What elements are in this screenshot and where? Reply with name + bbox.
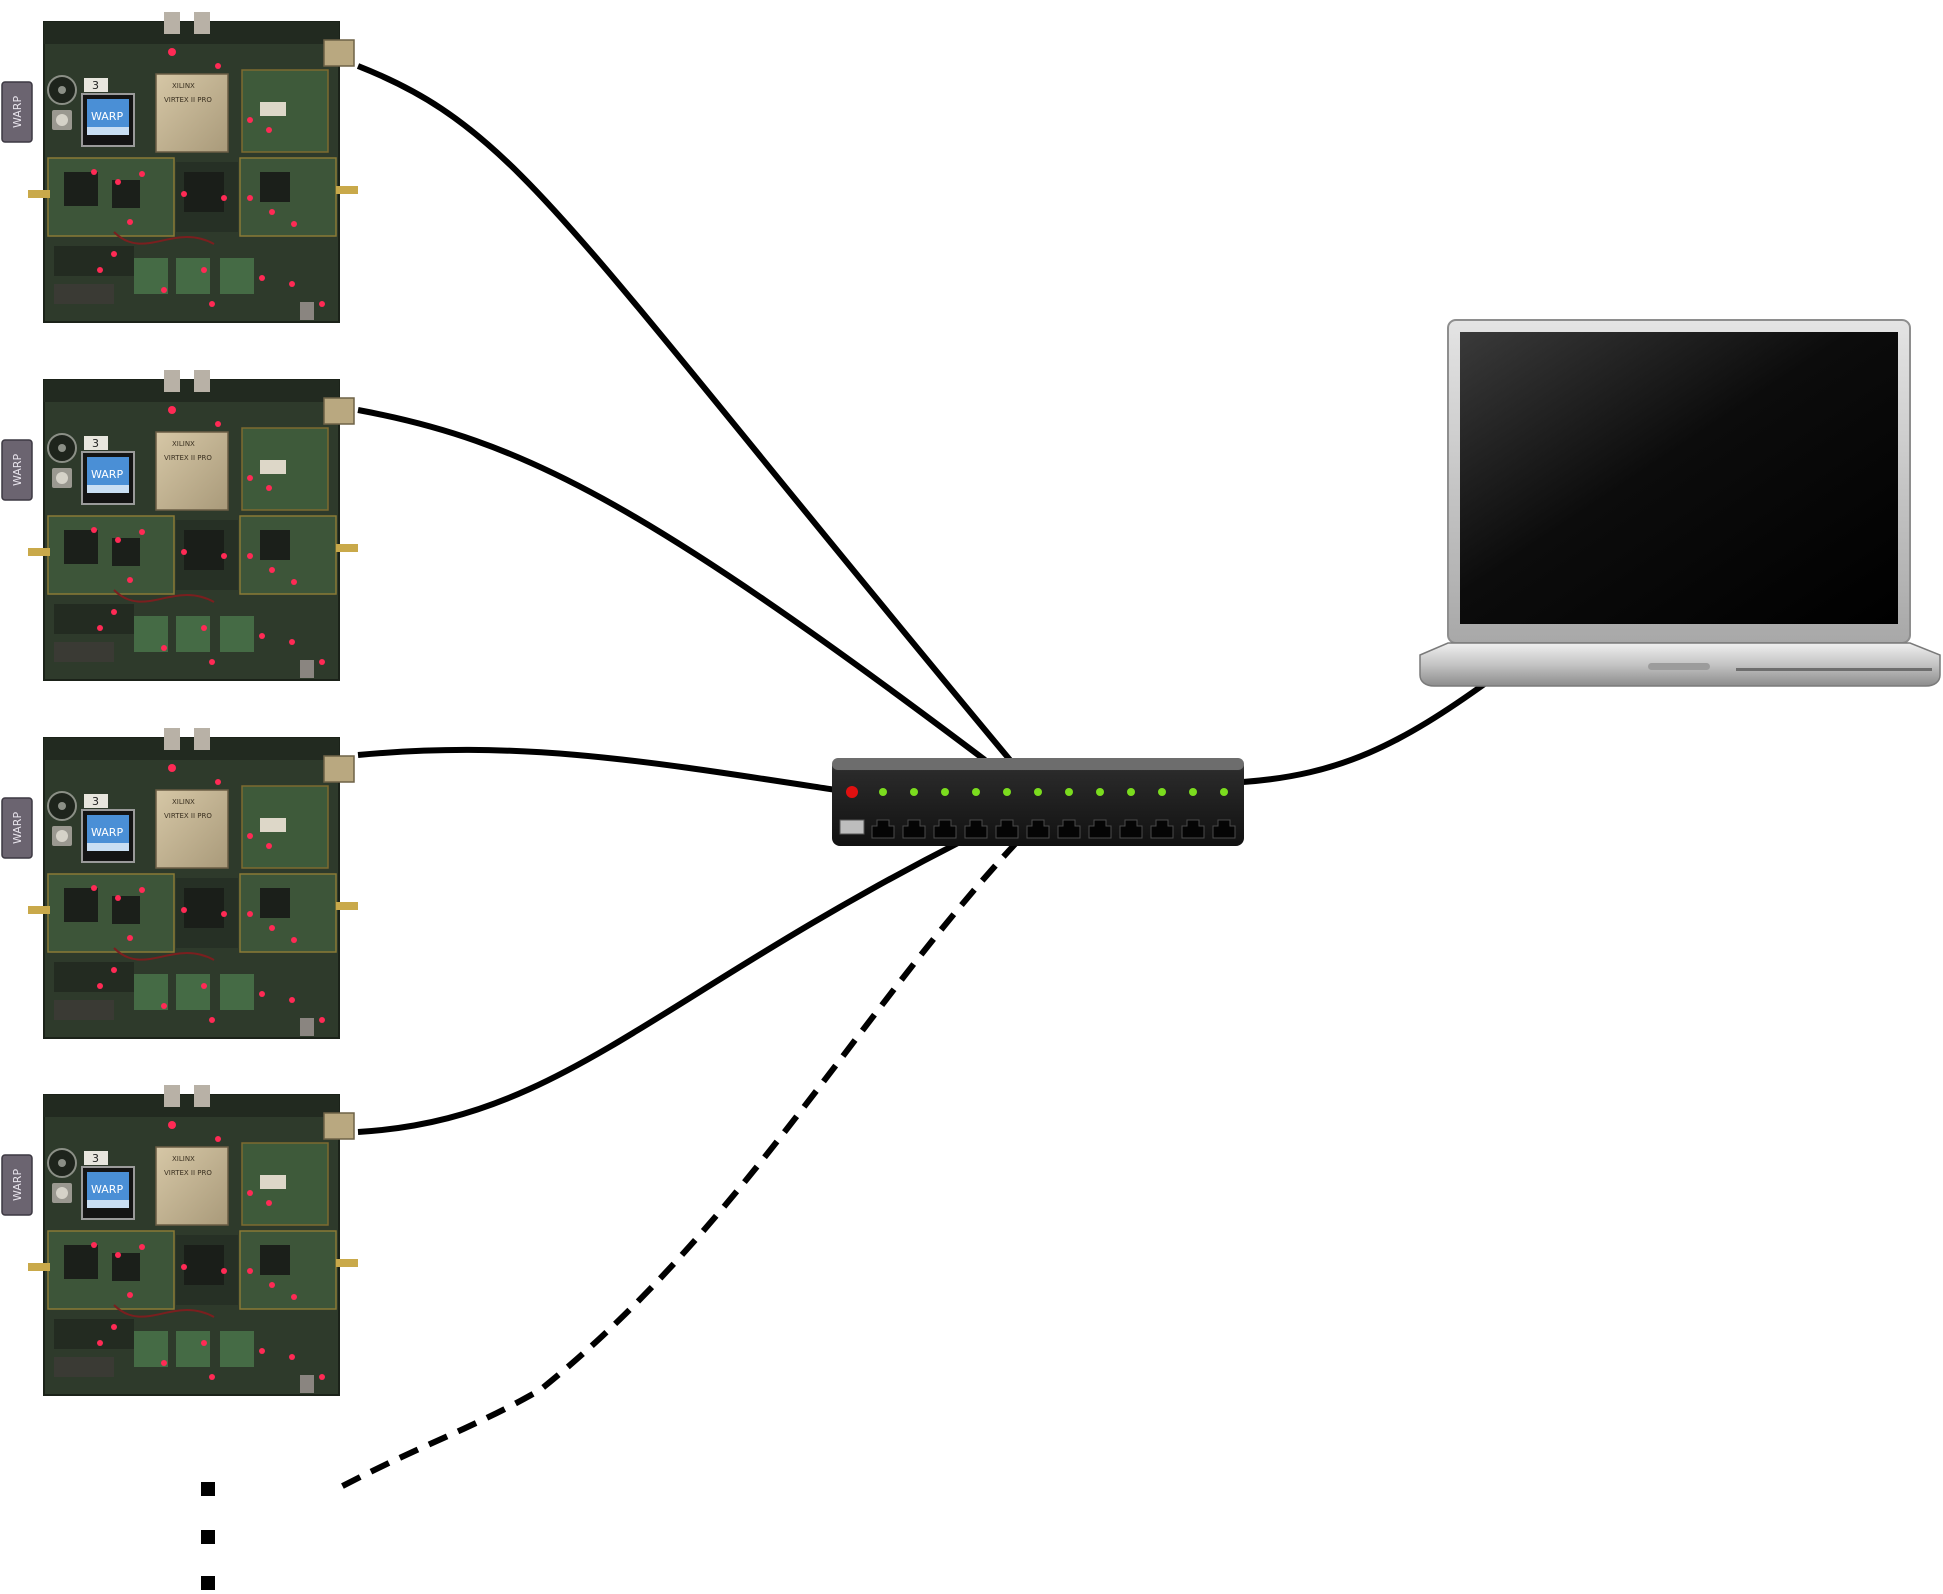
board-side-label: WARP bbox=[11, 812, 24, 844]
switch-status-led bbox=[846, 786, 858, 798]
network-switch bbox=[832, 758, 1244, 846]
switch-port bbox=[1181, 819, 1205, 839]
cable-board-1 bbox=[356, 63, 1013, 762]
switch-port-led bbox=[1127, 788, 1135, 796]
chip-brand: XILINX bbox=[172, 1155, 195, 1163]
cable-board-3 bbox=[357, 746, 837, 793]
chip-brand: XILINX bbox=[172, 798, 195, 806]
switch-port bbox=[871, 819, 895, 839]
switch-port-led bbox=[1189, 788, 1197, 796]
board-tag: 3 bbox=[92, 437, 99, 450]
cable-board-2 bbox=[357, 407, 987, 763]
switch-port-led bbox=[941, 788, 949, 796]
warp-board-1: WARP WARP 3 XILINX VIRTEX II PRO bbox=[1, 11, 359, 323]
chip-label: VIRTEX II PRO bbox=[164, 454, 212, 462]
switch-port bbox=[1057, 819, 1081, 839]
cable-more-boards-dashed bbox=[333, 839, 1020, 1493]
switch-port bbox=[1026, 819, 1050, 839]
more-boards-ellipsis bbox=[201, 1482, 215, 1590]
switch-port-led bbox=[1034, 788, 1042, 796]
switch-port bbox=[1119, 819, 1143, 839]
laptop bbox=[1419, 319, 1941, 687]
chip-brand: XILINX bbox=[172, 440, 195, 448]
board-tag: 3 bbox=[92, 795, 99, 808]
cables bbox=[333, 63, 1492, 1493]
chip-label: VIRTEX II PRO bbox=[164, 96, 212, 104]
board-screen-label: WARP bbox=[91, 826, 123, 839]
switch-port-led bbox=[1003, 788, 1011, 796]
switch-port-led bbox=[1220, 788, 1228, 796]
board-screen-label: WARP bbox=[91, 110, 123, 123]
board-screen-label: WARP bbox=[91, 1183, 123, 1196]
board-side-label: WARP bbox=[11, 454, 24, 486]
chip-label: VIRTEX II PRO bbox=[164, 812, 212, 820]
switch-port-led bbox=[879, 788, 887, 796]
switch-port bbox=[1088, 819, 1112, 839]
board-side-label: WARP bbox=[11, 96, 24, 128]
switch-port-led bbox=[1158, 788, 1166, 796]
switch-port bbox=[1150, 819, 1174, 839]
warp-board-2: WARP WARP 3 XILINX VIRTEX II PRO bbox=[1, 369, 359, 681]
board-tag: 3 bbox=[92, 1152, 99, 1165]
switch-port bbox=[964, 819, 988, 839]
board-side-label: WARP bbox=[11, 1169, 24, 1201]
warp-board-3: WARP WARP 3 XILINX VIRTEX II PRO bbox=[1, 727, 359, 1039]
switch-port-led bbox=[910, 788, 918, 796]
switch-port-led bbox=[1065, 788, 1073, 796]
board-tag: 3 bbox=[92, 79, 99, 92]
chip-label: VIRTEX II PRO bbox=[164, 1169, 212, 1177]
warp-board-4: WARP WARP 3 XILINX VIRTEX II PRO bbox=[1, 1084, 359, 1396]
chip-brand: XILINX bbox=[172, 82, 195, 90]
switch-port-led bbox=[972, 788, 980, 796]
switch-port bbox=[1212, 819, 1236, 839]
board-screen-label: WARP bbox=[91, 468, 123, 481]
switch-port bbox=[995, 819, 1019, 839]
cable-board-4 bbox=[357, 839, 962, 1135]
switch-port bbox=[902, 819, 926, 839]
switch-port bbox=[933, 819, 957, 839]
switch-port-led bbox=[1096, 788, 1104, 796]
cable-laptop bbox=[1242, 677, 1492, 785]
